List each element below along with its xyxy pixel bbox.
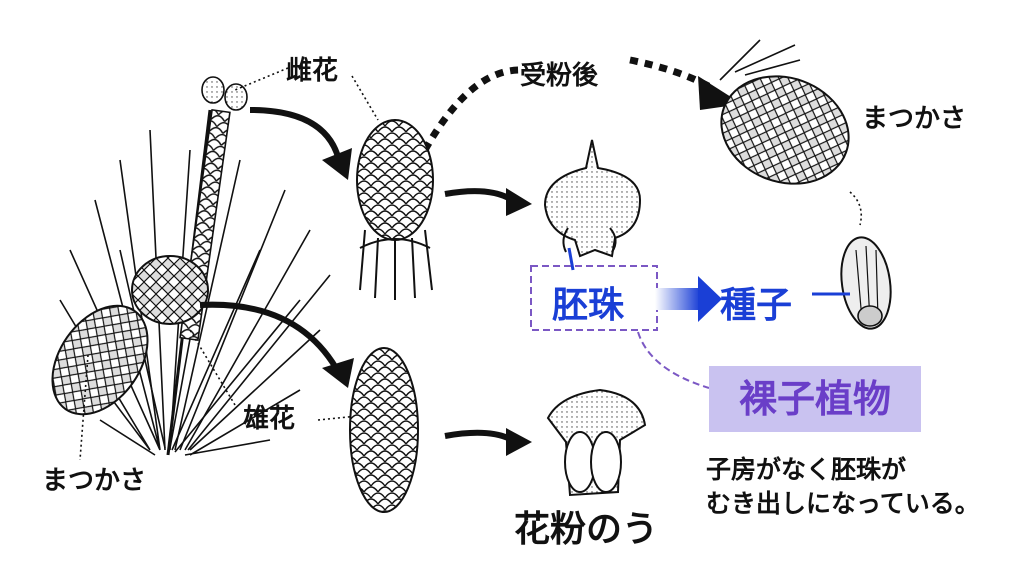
pine-branch-drawing (51, 76, 331, 456)
blue-arrow-body (655, 288, 700, 310)
gymnosperm-desc-line1: 子房がなく胚珠が (706, 455, 907, 484)
pine-cone-left-label: まつかさ (42, 466, 147, 496)
male-flower-label: 雄花 (243, 404, 296, 434)
gymnosperm-title: 裸子植物 (738, 377, 891, 421)
ovule-connector (567, 247, 575, 271)
black-arrows (199, 56, 742, 456)
pine-cone-right-label: まつかさ (862, 104, 967, 134)
ovule-callout-leader (637, 331, 710, 389)
female-cone-drawing (356, 119, 434, 300)
gymnosperm-callout: 裸子植物 (709, 366, 921, 432)
pollen-sac-label: 花粉のう (514, 509, 659, 550)
ovule-label: 胚珠 (552, 285, 625, 326)
male-cone-drawing (349, 347, 419, 513)
female-flower-label: 雌花 (286, 56, 339, 86)
seed-drawing (840, 236, 892, 330)
after-pollination-label: 受粉後 (520, 61, 599, 91)
seed-label: 種子 (720, 285, 793, 326)
mature-pine-cone-drawing (719, 39, 850, 185)
pollen-sac-scale-drawing (546, 388, 647, 497)
leader-lines (79, 67, 863, 496)
gymnosperm-desc-line2: むき出しになっている。 (706, 489, 980, 518)
ovule-scale-drawing (543, 139, 642, 258)
blue-arrow-head (698, 276, 722, 322)
